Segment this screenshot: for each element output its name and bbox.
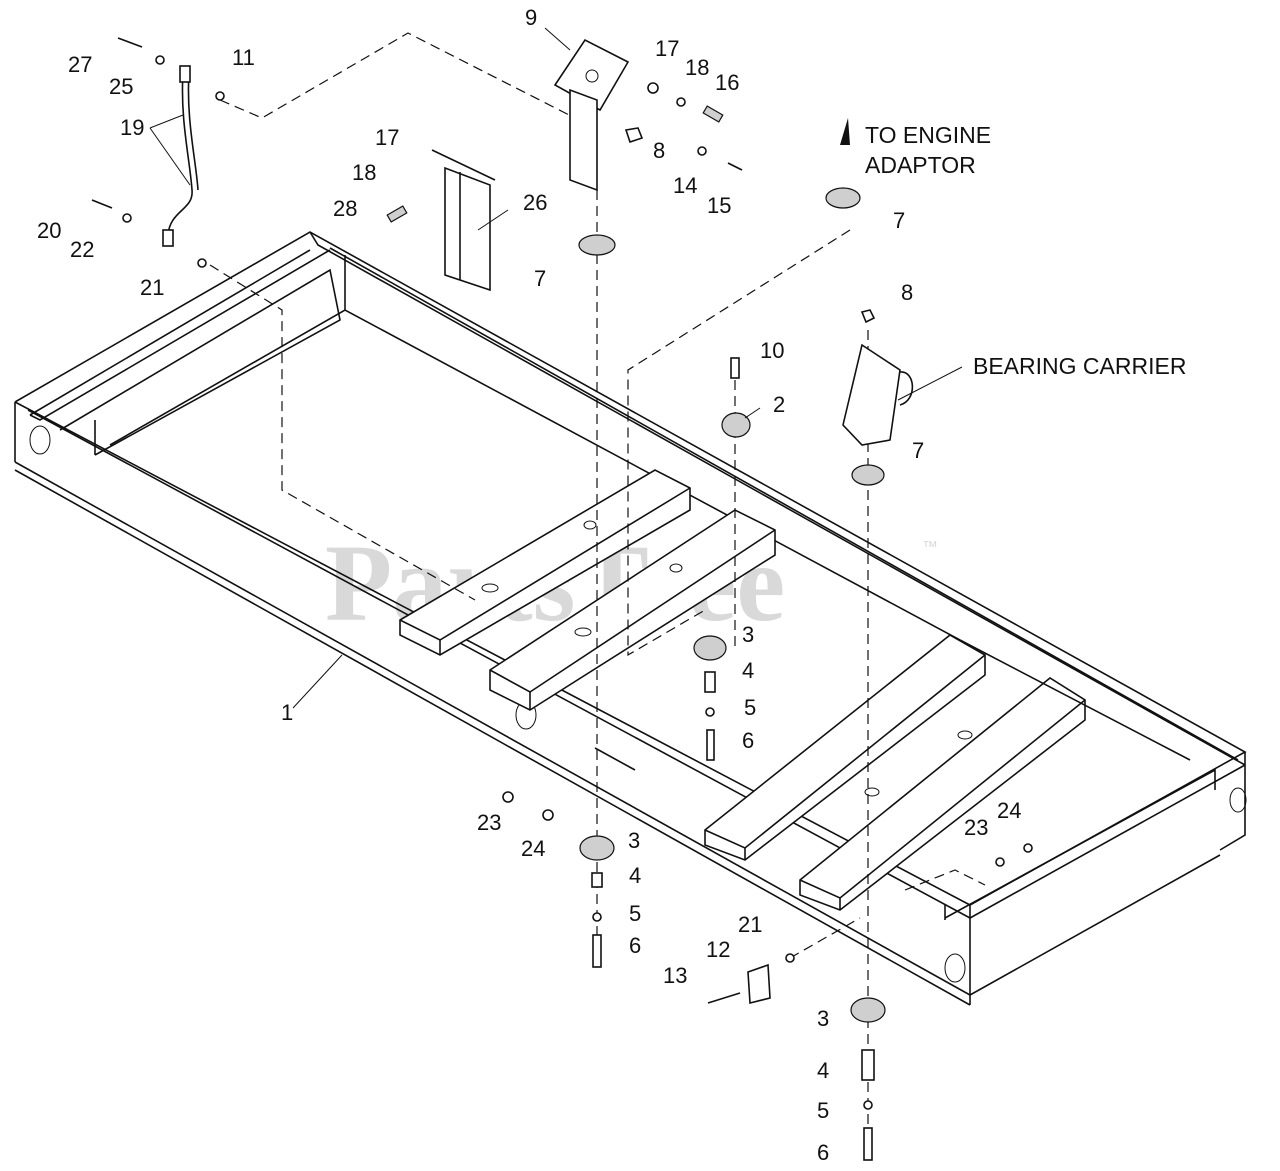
callout-12: 12 <box>706 937 730 962</box>
callout-20: 20 <box>37 218 61 243</box>
callout-19: 19 <box>120 115 144 140</box>
callout-23: 23 <box>477 810 501 835</box>
callout-4: 4 <box>742 658 754 683</box>
callout-13: 13 <box>663 963 687 988</box>
callout-2: 2 <box>773 392 785 417</box>
callout-6: 6 <box>742 728 754 753</box>
callout-26: 26 <box>523 190 547 215</box>
callout-11: 11 <box>232 45 255 70</box>
callout-25: 25 <box>109 74 133 99</box>
small-hardware <box>91 37 1033 1005</box>
callout-8: 8 <box>653 138 665 163</box>
callout-16: 16 <box>715 70 739 95</box>
callout-21: 21 <box>738 912 762 937</box>
callout-22: 22 <box>70 237 94 262</box>
callout-10: 10 <box>760 338 784 363</box>
isolators <box>578 187 885 486</box>
part-9-bracket <box>553 38 630 192</box>
callout-21: 21 <box>140 275 164 300</box>
callout-6: 6 <box>629 933 641 958</box>
callout-18: 18 <box>685 55 709 80</box>
callout-24: 24 <box>997 798 1021 823</box>
callout-8: 8 <box>901 280 913 305</box>
callout-6: 6 <box>817 1140 829 1165</box>
caption-bearing-carrier: BEARING CARRIER <box>973 353 1186 379</box>
callout-5: 5 <box>817 1098 829 1123</box>
mount-stack-b <box>693 635 727 761</box>
leader-lines <box>149 27 963 709</box>
frame-assembly <box>14 231 1247 1006</box>
callout-24: 24 <box>521 836 545 861</box>
callout-3: 3 <box>742 622 754 647</box>
callout-1: 1 <box>281 700 293 725</box>
callouts: 1 2 3 3 3 4 4 4 5 5 5 6 6 6 7 7 7 8 8 9 … <box>37 5 1021 1165</box>
callout-7: 7 <box>534 266 546 291</box>
callout-14: 14 <box>673 173 697 198</box>
callout-4: 4 <box>817 1058 829 1083</box>
callout-18: 18 <box>352 160 376 185</box>
bearing-carrier <box>842 343 914 446</box>
callout-3: 3 <box>817 1006 829 1031</box>
callout-7: 7 <box>893 208 905 233</box>
callout-3: 3 <box>628 828 640 853</box>
mount-stack-a <box>579 835 615 968</box>
callout-4: 4 <box>629 863 641 888</box>
callout-5: 5 <box>629 901 641 926</box>
callout-17: 17 <box>655 36 679 61</box>
callout-17: 17 <box>375 125 399 150</box>
trademark: ™ <box>922 539 938 556</box>
part-19-cable <box>162 65 199 247</box>
mount-stack-c <box>850 997 886 1161</box>
caption-engine-adaptor-line2: ADAPTOR <box>865 152 976 178</box>
callout-23: 23 <box>964 815 988 840</box>
engine-arrow-icon <box>840 118 850 145</box>
callout-27: 27 <box>68 52 92 77</box>
caption-engine-adaptor: TO ENGINE <box>865 122 991 148</box>
callout-9: 9 <box>525 5 537 30</box>
callout-15: 15 <box>707 193 731 218</box>
callout-28: 28 <box>333 196 357 221</box>
callout-5: 5 <box>744 695 756 720</box>
part-26-bracket <box>431 149 496 292</box>
callout-7: 7 <box>912 438 924 463</box>
